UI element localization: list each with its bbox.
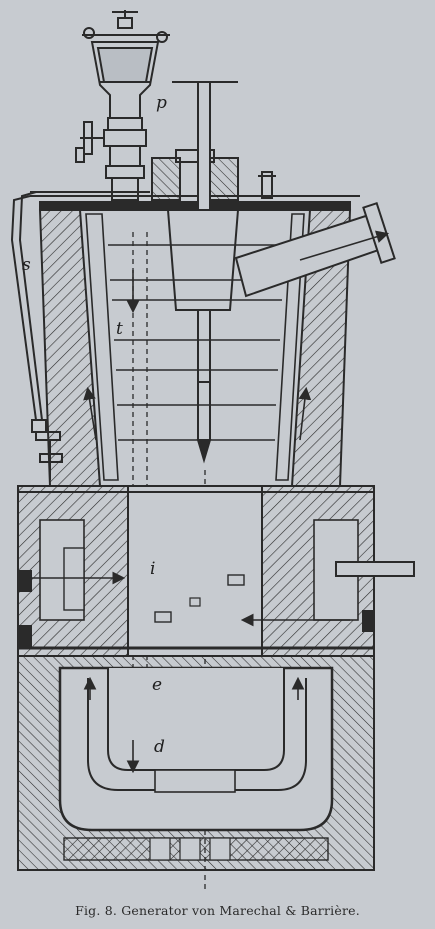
generator-diagram: p s t i e d — [10, 10, 415, 890]
pipe-s — [10, 191, 63, 480]
flow-arrows — [20, 230, 390, 774]
lower-vessel — [58, 666, 334, 861]
label-i: i — [150, 559, 155, 579]
feed-hopper — [75, 10, 170, 201]
figure-caption: Fig. 8. Generator von Marechal & Barrièr… — [75, 903, 360, 918]
gas-outlet-pipe — [234, 201, 396, 298]
lid-plate — [30, 149, 360, 211]
part-labels: p s t i e d — [22, 93, 167, 757]
center-cone — [166, 209, 240, 311]
label-p: p — [156, 93, 167, 113]
label-d: d — [154, 737, 165, 757]
label-e: e — [152, 675, 162, 695]
label-t: t — [116, 319, 123, 339]
label-s: s — [22, 255, 31, 275]
